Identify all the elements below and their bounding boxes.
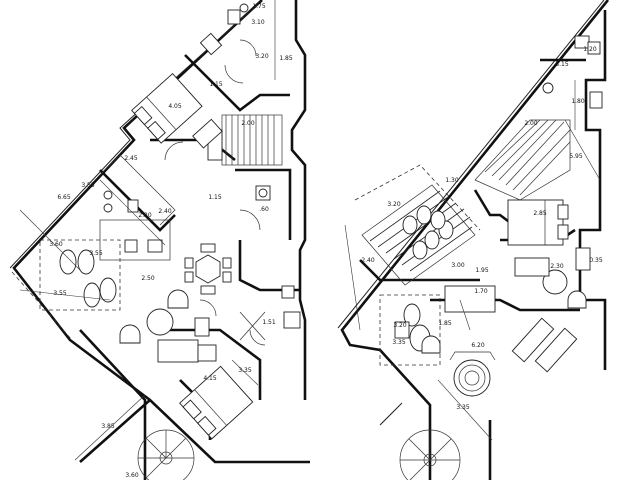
left-dimension-label: 1.85 <box>279 55 293 62</box>
right-dimension-label: 2.00 <box>524 120 538 127</box>
left-plan-outer-wall <box>12 0 310 464</box>
right-dimension-label: 3.20 <box>393 322 407 329</box>
right-pergola-deck <box>354 164 481 286</box>
right-dimension-label: 3.20 <box>387 201 401 208</box>
right-stairs <box>474 119 571 201</box>
right-dimension-label: 1.30 <box>445 177 459 184</box>
right-dimension-label: 5.95 <box>569 153 583 160</box>
right-bedroom-bed <box>507 199 569 246</box>
right-dimension-label: 1.95 <box>475 267 489 274</box>
left-bedroom-top-bed <box>131 72 203 144</box>
left-dimension-labels: 1.75 3.10 3.20 1.85 1.15 4.05 2.00 2.45 6.65 3.55… <box>49 3 293 479</box>
left-dimension-label: 3.60 <box>125 472 139 479</box>
left-dimension-label: 4.05 <box>168 103 182 110</box>
left-dimension-label: 3.20 <box>255 53 269 60</box>
right-dimension-labels: 1.20 3.15 1.80 2.00 5.95 1.30 3.20 2.85 2.40 3.00… <box>361 46 603 411</box>
right-dimension-label: 1.70 <box>474 288 488 295</box>
left-dimension-label: 2.20 <box>138 212 152 219</box>
right-spiral-stair <box>399 429 461 480</box>
left-dimension-label: 1.15 <box>209 81 223 88</box>
left-dimension-label: 3.55 <box>81 182 95 189</box>
left-dimension-label: 2.40 <box>158 208 172 215</box>
right-dimension-label: 2.85 <box>533 210 547 217</box>
right-dimension-label: 2.40 <box>361 257 375 264</box>
left-dimension-label: 3.35 <box>238 367 252 374</box>
left-terrace-loungers <box>39 239 121 311</box>
left-spiral-stair <box>137 429 195 480</box>
right-dimension-label: 3.35 <box>456 404 470 411</box>
right-dimension-label: 3.15 <box>555 61 569 68</box>
left-dimension-label: 2.00 <box>241 120 255 127</box>
right-jacuzzi <box>449 351 496 397</box>
right-sun-loungers <box>511 317 578 373</box>
left-floor-plan <box>9 0 310 480</box>
right-dimension-label: 6.20 <box>471 342 485 349</box>
left-dimension-label: 2.50 <box>141 275 155 282</box>
right-plan-outer-wall <box>340 0 610 480</box>
right-plan-right-wall <box>578 10 607 370</box>
left-kitchen <box>99 154 176 261</box>
left-dining-table <box>184 243 232 295</box>
right-dimension-label: 0.35 <box>589 257 603 264</box>
left-bedroom-bottom-bed <box>179 365 254 440</box>
left-dimension-label: 1.15 <box>208 194 222 201</box>
left-dimension-label: 3.60 <box>49 241 63 248</box>
left-plan-right-wall <box>290 0 307 400</box>
left-dimension-label: 6.65 <box>57 194 71 201</box>
left-dimension-label: 3.10 <box>251 19 265 26</box>
left-dimension-label: 2.45 <box>124 155 138 162</box>
right-dimension-label: 2.30 <box>550 263 564 270</box>
right-dimension-label: 1.80 <box>571 98 585 105</box>
right-living-area <box>444 247 591 313</box>
left-dimension-label: 4.15 <box>203 375 217 382</box>
left-dimension-label: .60 <box>259 206 269 213</box>
right-dimension-label: 3.00 <box>451 262 465 269</box>
left-dimension-label: 1.51 <box>262 319 276 326</box>
left-dimension-label: 3.55 <box>53 290 67 297</box>
right-dimension-label: 3.35 <box>392 339 406 346</box>
right-dimension-label: 1.85 <box>438 320 452 327</box>
left-dimension-label: 3.55 <box>89 250 103 257</box>
right-dimension-label: 1.20 <box>583 46 597 53</box>
left-dimension-label: 3.85 <box>101 423 115 430</box>
left-dimension-label: 1.75 <box>252 3 266 10</box>
right-terrace-seating <box>379 294 441 366</box>
right-floor-plan <box>337 0 610 480</box>
left-living-area <box>119 289 217 363</box>
